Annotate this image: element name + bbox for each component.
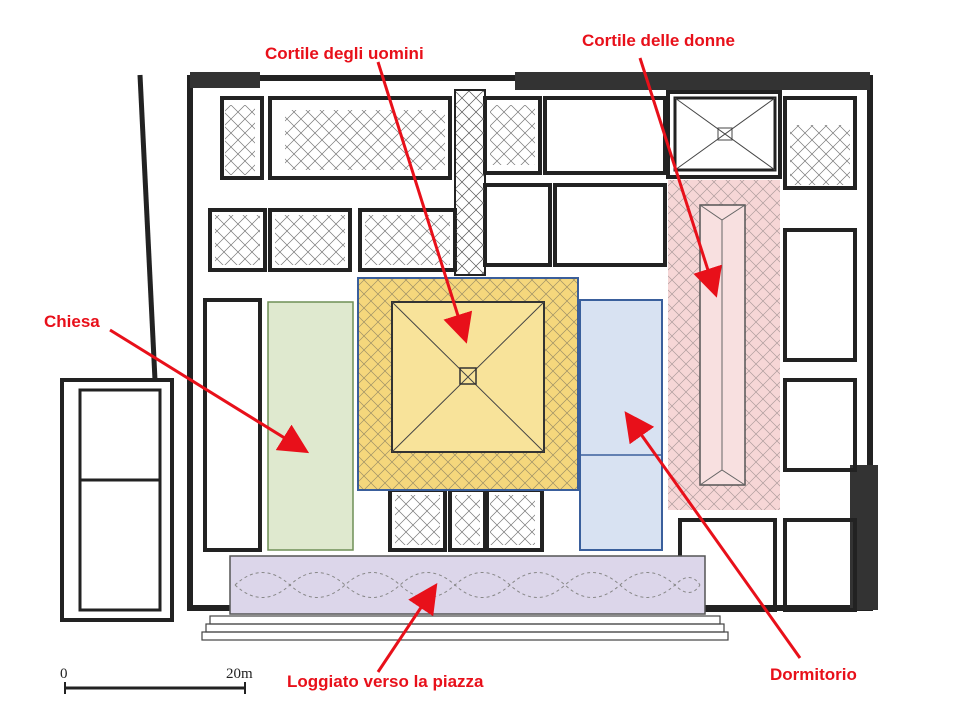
upper-rooms <box>208 90 857 612</box>
corridor-hatching <box>215 89 850 545</box>
scale-bar <box>64 682 246 694</box>
womens-courtyard-upper-room <box>673 96 777 172</box>
church-area <box>267 301 354 551</box>
label-loggia: Loggiato verso la piazza <box>287 672 484 691</box>
label-mens-courtyard: Cortile degli uomini <box>265 44 424 63</box>
entrance-steps <box>201 615 729 641</box>
womens-courtyard-area <box>668 180 780 510</box>
arrow-loggia <box>376 583 438 673</box>
arrow-mens-courtyard <box>376 61 473 344</box>
arrow-church <box>109 328 310 454</box>
scale-end-label: 20m <box>226 666 253 682</box>
arrow-dormitory <box>624 411 802 659</box>
arrow-womens-courtyard <box>638 57 722 298</box>
label-dormitory: Dormitorio <box>770 665 857 684</box>
dormitory-area <box>579 299 663 551</box>
scale-start-label: 0 <box>60 666 68 682</box>
loggia-area <box>229 555 706 615</box>
label-womens-courtyard: Cortile delle donne <box>582 31 736 50</box>
mens-courtyard-area <box>357 277 579 491</box>
pointer-arrows <box>109 57 802 673</box>
label-church: Chiesa <box>44 312 100 331</box>
